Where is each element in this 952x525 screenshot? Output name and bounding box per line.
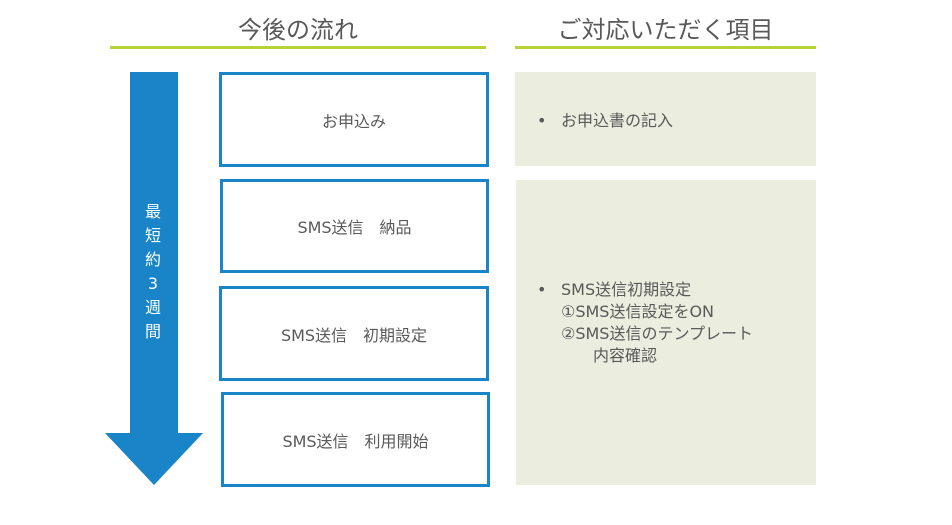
step-label: SMS送信 利用開始 <box>282 431 429 451</box>
step-label: SMS送信 初期設定 <box>280 325 428 345</box>
action-subitem: ②SMS送信のテンプレート <box>561 324 753 343</box>
step-label: SMS送信 納品 <box>297 218 412 237</box>
action-text: SMS送信初期設定 <box>561 280 692 299</box>
duration-char: 間 <box>144 322 161 341</box>
action-item: • お申込書の記入 <box>537 110 816 132</box>
action-panel-application: • お申込書の記入 <box>515 72 816 166</box>
step-box-application: お申込み <box>219 72 489 167</box>
duration-char: 3 <box>147 274 159 293</box>
action-item: • SMS送信初期設定 <box>537 279 816 301</box>
bullet-icon: • <box>537 111 547 130</box>
action-subitem: 内容確認 <box>561 346 658 365</box>
duration-char: 短 <box>144 226 161 245</box>
flow-header-underline <box>110 46 486 49</box>
timeline-arrow-icon <box>105 72 203 485</box>
bullet-icon: • <box>537 280 547 299</box>
step-box-initial-setup: SMS送信 初期設定 <box>219 286 489 381</box>
flow-header-title: 今後の流れ <box>238 16 358 44</box>
duration-label: 最 短 約 3 週 間 <box>138 200 168 344</box>
duration-char: 約 <box>144 250 161 269</box>
actions-header-underline <box>515 46 816 49</box>
action-panel-setup: • SMS送信初期設定 ①SMS送信設定をON ②SMS送信のテンプレート 内容… <box>516 180 816 485</box>
action-text: お申込書の記入 <box>561 111 674 130</box>
step-box-start-use: SMS送信 利用開始 <box>221 392 490 487</box>
duration-char: 最 <box>144 202 161 221</box>
step-label: お申込み <box>321 111 386 131</box>
action-subitem: ①SMS送信設定をON <box>561 302 715 321</box>
step-box-delivery: SMS送信 納品 <box>220 179 489 273</box>
actions-header-title: ご対応いただく項目 <box>557 16 774 44</box>
duration-char: 週 <box>144 298 161 317</box>
